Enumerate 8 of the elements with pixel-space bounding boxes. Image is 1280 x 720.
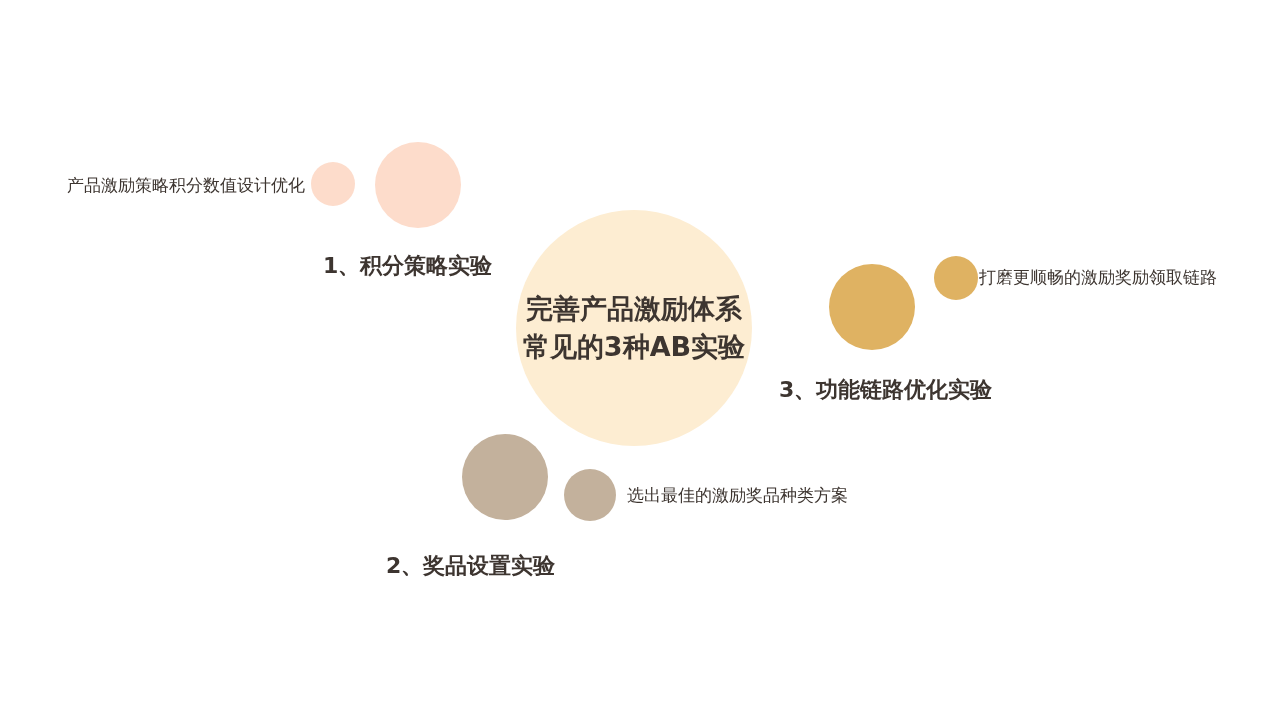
topic-title: 常见的3种AB实验 bbox=[522, 330, 746, 364]
experiment-heading: 2、奖品设置实验 bbox=[386, 551, 556, 580]
experiment-heading: 1、积分策略实验 bbox=[323, 251, 493, 280]
description-text: 选出最佳的激励奖品种类方案 bbox=[627, 484, 848, 508]
description-text: 产品激励策略积分数值设计优化 bbox=[67, 174, 305, 198]
description-text: 打磨更顺畅的激励奖励领取链路 bbox=[979, 266, 1217, 290]
topic-title: 完善产品激励体系 bbox=[526, 292, 742, 326]
experiment-heading: 3、功能链路优化实验 bbox=[779, 375, 993, 404]
